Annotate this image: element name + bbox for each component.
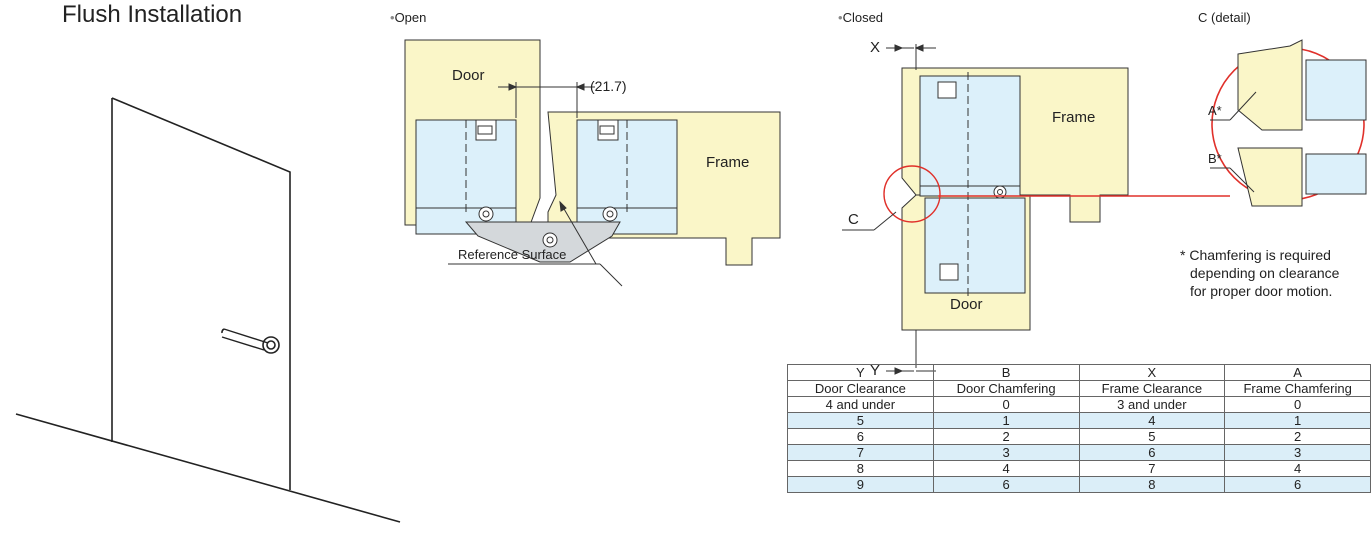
door-perspective — [15, 97, 401, 523]
table-cell: 6 — [1078, 444, 1226, 461]
table-cell: 5 — [1078, 428, 1226, 445]
table-cell: Door Clearance — [787, 380, 934, 397]
door-handle-icon — [221, 328, 280, 354]
table-cell: 5 — [787, 412, 934, 429]
table-cell: 2 — [932, 428, 1080, 445]
table-row: 4 and under 0 3 and under 0 — [787, 396, 1371, 413]
table-row: 5 1 4 1 — [787, 412, 1371, 429]
table-cell: 3 — [1224, 444, 1371, 461]
closed-heading: •Closed — [838, 10, 884, 25]
table-cell: B — [932, 364, 1080, 381]
closed-view-drawing — [842, 44, 1230, 375]
table-cell: 6 — [932, 476, 1080, 493]
table-row: 8 4 7 4 — [787, 460, 1371, 477]
closed-door-label: Door — [950, 296, 983, 313]
table-code-row: Y B X A — [787, 364, 1371, 381]
table-cell: 4 and under — [787, 396, 934, 413]
table-cell: 6 — [787, 428, 934, 445]
c-label: C — [848, 211, 859, 228]
table-header-row: Door Clearance Door Chamfering Frame Cle… — [787, 380, 1371, 397]
table-cell: 3 — [932, 444, 1080, 461]
table-cell: 9 — [787, 476, 934, 493]
table-row: 9 6 8 6 — [787, 476, 1371, 493]
detail-b-label: B* — [1208, 151, 1222, 166]
table-cell: 8 — [787, 460, 934, 477]
reference-surface-label: Reference Surface — [458, 247, 567, 262]
table-cell: A — [1224, 364, 1371, 381]
closed-frame-label: Frame — [1052, 109, 1096, 126]
table-cell: Frame Chamfering — [1224, 380, 1371, 397]
table-cell: 1 — [1224, 412, 1371, 429]
note-line-1: * Chamfering is required — [1180, 247, 1331, 263]
table-cell: 7 — [787, 444, 934, 461]
table-cell: 4 — [1078, 412, 1226, 429]
table-cell: 2 — [1224, 428, 1371, 445]
page-title: Flush Installation — [62, 1, 243, 28]
table-cell: 1 — [932, 412, 1080, 429]
table-cell: 4 — [932, 460, 1080, 477]
table-cell: 7 — [1078, 460, 1226, 477]
open-door-label: Door — [452, 67, 485, 84]
note-line-2: depending on clearance — [1190, 265, 1340, 281]
open-dimension-label: (21.7) — [590, 78, 627, 94]
clearance-table: Y B X A Door Clearance Door Chamfering F… — [787, 364, 1371, 493]
chamfer-note: * Chamfering is required depending on cl… — [1180, 246, 1339, 300]
detail-heading: C (detail) — [1198, 10, 1251, 25]
note-line-3: for proper door motion. — [1190, 283, 1333, 299]
table-cell: 3 and under — [1078, 396, 1226, 413]
detail-a-label: A* — [1208, 103, 1222, 118]
table-cell: X — [1078, 364, 1226, 381]
open-heading: •Open — [390, 10, 427, 25]
open-frame-label: Frame — [706, 154, 750, 171]
table-row: 6 2 5 2 — [787, 428, 1371, 445]
table-row: 7 3 6 3 — [787, 444, 1371, 461]
table-cell: 0 — [932, 396, 1080, 413]
open-view-drawing — [404, 39, 781, 287]
table-cell: 6 — [1224, 476, 1371, 493]
detail-c-drawing — [1210, 39, 1367, 207]
x-label: X — [870, 39, 881, 56]
table-cell: 4 — [1224, 460, 1371, 477]
table-cell: Frame Clearance — [1078, 380, 1226, 397]
table-cell: Door Chamfering — [932, 380, 1080, 397]
table-cell: 8 — [1078, 476, 1226, 493]
table-cell: Y — [787, 364, 934, 381]
table-cell: 0 — [1224, 396, 1371, 413]
